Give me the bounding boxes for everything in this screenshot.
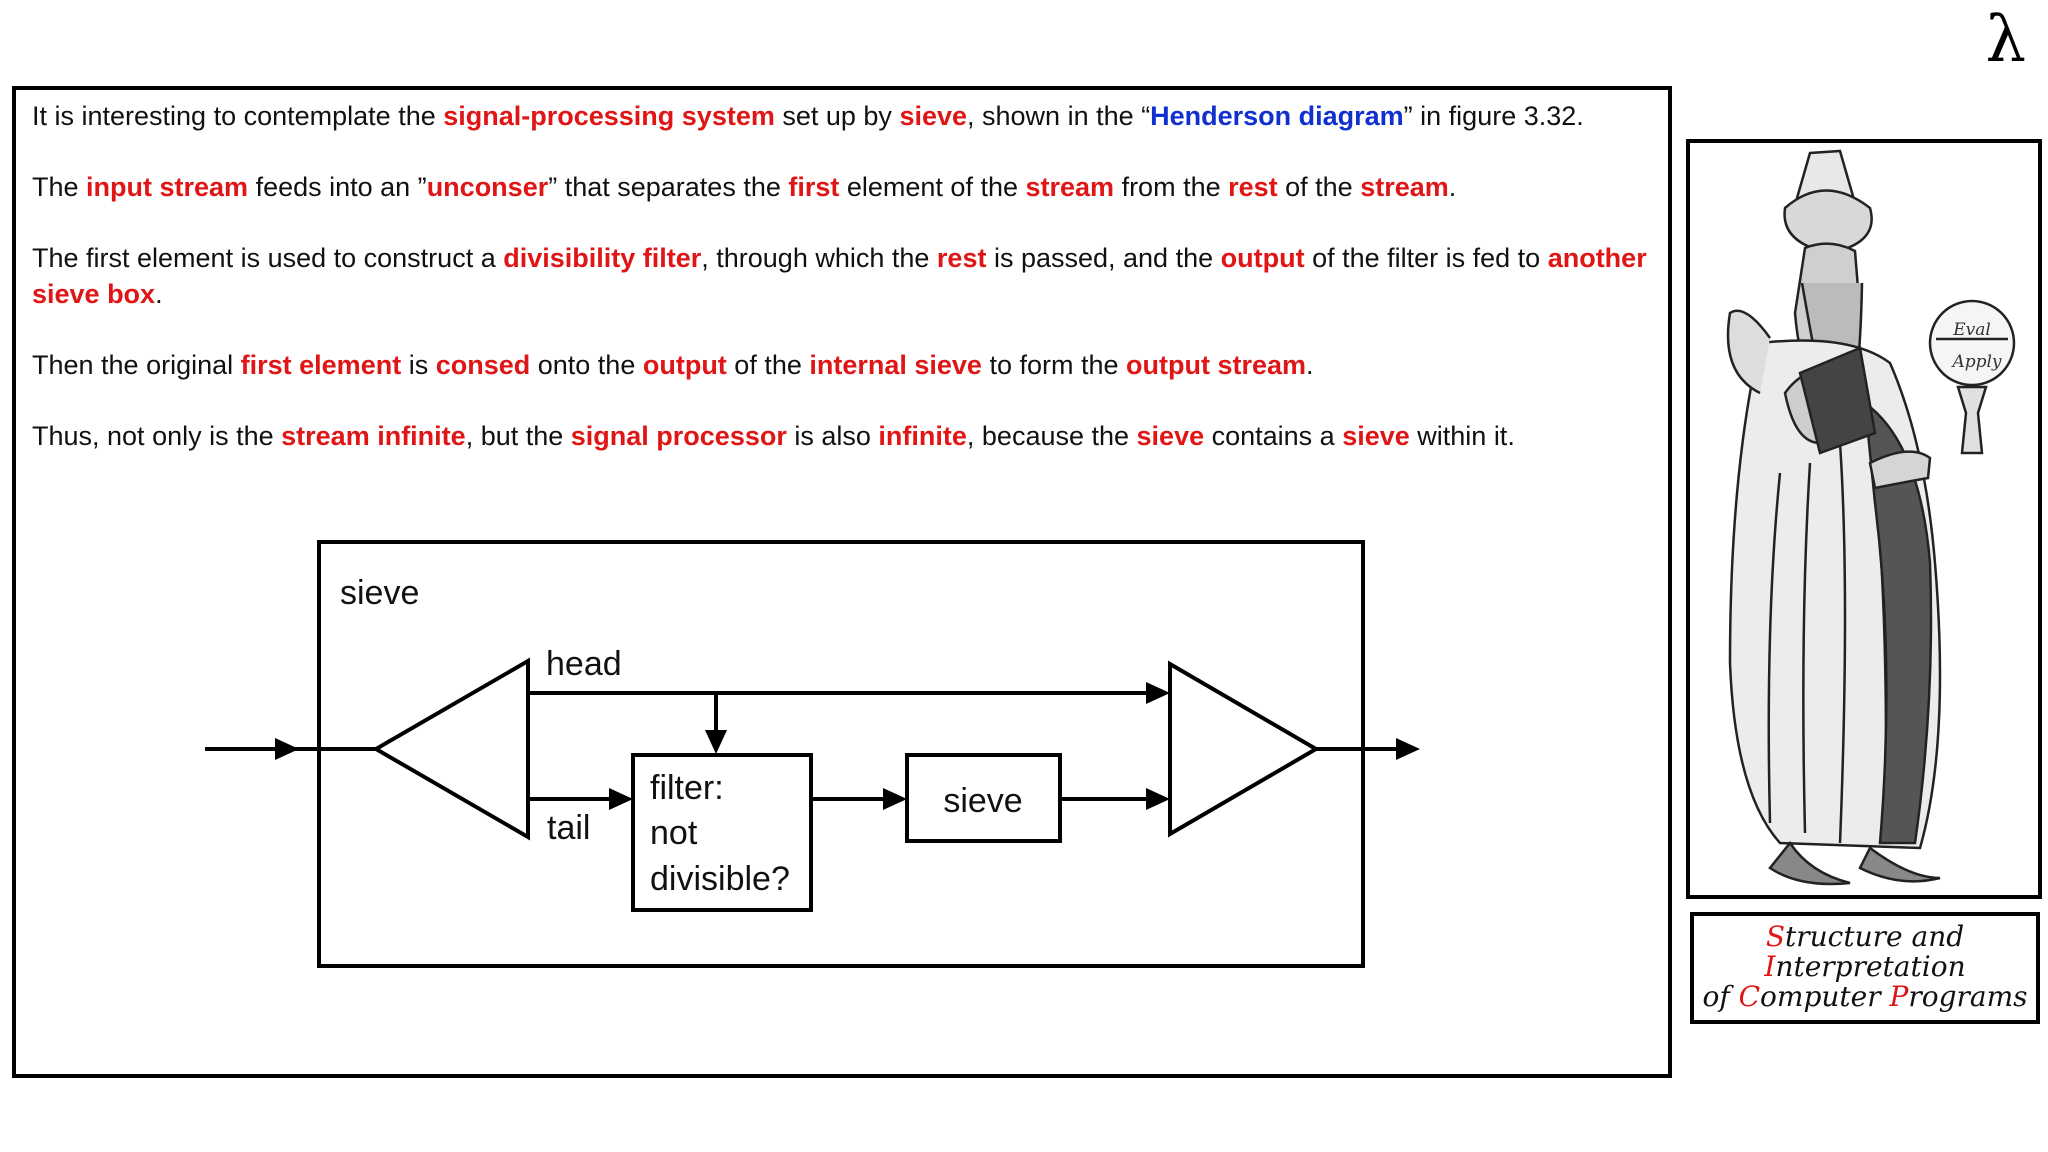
body-text: is also xyxy=(786,421,879,451)
caption-line-1: Structure and xyxy=(1694,922,2036,952)
caption-line-3: of Computer Programs xyxy=(1694,982,2036,1012)
output-arrowhead xyxy=(1396,738,1420,760)
highlighted-term: first element xyxy=(240,350,402,380)
outer-sieve-box xyxy=(317,540,1365,968)
body-text: The first element is used to construct a xyxy=(32,243,504,273)
caption-line-2: Interpretation xyxy=(1694,952,2036,982)
slide-main-panel: It is interesting to contemplate the sig… xyxy=(12,86,1672,1078)
body-text: Thus, not only is the xyxy=(32,421,282,451)
highlighted-term: first xyxy=(788,172,840,202)
body-text: to form the xyxy=(981,350,1127,380)
sieve-out-arrowhead xyxy=(1146,788,1170,810)
caption-capital: C xyxy=(1738,980,1761,1013)
orb-text-eval: Eval xyxy=(1952,320,1991,340)
body-text: , but the xyxy=(465,421,571,451)
filter-label-line-3: divisible? xyxy=(650,860,790,898)
highlighted-term: unconser xyxy=(426,172,549,202)
body-text: within it. xyxy=(1409,421,1515,451)
body-text: , because the xyxy=(966,421,1137,451)
body-text: feeds into an ” xyxy=(248,172,427,202)
outer-sieve-label: sieve xyxy=(340,574,419,612)
paragraph-4: Then the original first element is conse… xyxy=(32,347,1652,383)
highlighted-term: infinite xyxy=(878,421,967,451)
wizard-turban xyxy=(1783,189,1873,255)
caption-text: nterpretation xyxy=(1775,950,1966,983)
highlighted-term: stream infinite xyxy=(281,421,466,451)
body-text: of the xyxy=(1277,172,1361,202)
highlighted-term: rest xyxy=(1228,172,1278,202)
tail-label: tail xyxy=(547,809,590,847)
body-text: Then the original xyxy=(32,350,241,380)
body-text: of the xyxy=(726,350,810,380)
body-text: ” that separates the xyxy=(548,172,789,202)
filter-label-line-1: filter: xyxy=(650,769,724,807)
highlighted-term: another sieve box xyxy=(32,243,1647,309)
highlighted-term: divisibility filter xyxy=(503,243,702,273)
highlighted-term: sieve xyxy=(1342,421,1410,451)
highlighted-term: signal processor xyxy=(570,421,787,451)
body-text: from the xyxy=(1114,172,1229,202)
filter-out-arrowhead xyxy=(883,788,907,810)
filter-label-line-2: not xyxy=(650,814,698,852)
caption-capital: I xyxy=(1764,950,1776,983)
highlighted-term: signal-processing system xyxy=(443,101,775,131)
henderson-diagram: sieve head tail filter: not divisible? s… xyxy=(205,540,1420,968)
caption-text: of xyxy=(1702,980,1739,1013)
slide-text: It is interesting to contemplate the sig… xyxy=(32,98,1652,489)
caption-text: omputer xyxy=(1760,980,1890,1013)
body-text: element of the xyxy=(839,172,1026,202)
highlighted-term: stream xyxy=(1360,172,1449,202)
highlighted-term: sieve xyxy=(1136,421,1205,451)
highlighted-term: output stream xyxy=(1126,350,1307,380)
filter-box xyxy=(631,753,813,912)
wizard-illustration: Eval Apply xyxy=(1726,149,2016,886)
highlighted-term: output xyxy=(1220,243,1305,273)
body-text: . xyxy=(155,279,163,309)
tail-arrowhead xyxy=(609,788,633,810)
body-text: ” in figure 3.32. xyxy=(1403,101,1584,131)
filter-input-arrowhead xyxy=(705,730,727,754)
head-label: head xyxy=(546,645,622,683)
paragraph-1: It is interesting to contemplate the sig… xyxy=(32,98,1652,134)
linked-term: Henderson diagram xyxy=(1150,101,1404,131)
inner-sieve-label: sieve xyxy=(943,782,1022,820)
body-text: . xyxy=(1306,350,1314,380)
eval-apply-orb xyxy=(1928,299,2016,387)
highlighted-term: sieve xyxy=(899,101,968,131)
body-text: is xyxy=(401,350,436,380)
caption-text: rograms xyxy=(1908,980,2028,1013)
highlighted-term: consed xyxy=(435,350,531,380)
highlighted-term: output xyxy=(642,350,727,380)
body-text: , shown in the “ xyxy=(967,101,1151,131)
caption-capital: P xyxy=(1889,980,1909,1013)
wizard-portrait-frame: Eval Apply xyxy=(1686,139,2042,899)
body-text: It is interesting to contemplate the xyxy=(32,101,444,131)
body-text: set up by xyxy=(774,101,900,131)
conser-triangle xyxy=(1168,660,1320,838)
lambda-symbol: λ xyxy=(1985,3,2026,77)
highlighted-term: input stream xyxy=(86,172,249,202)
body-text: onto the xyxy=(530,350,643,380)
body-text: , through which the xyxy=(701,243,937,273)
paragraph-2: The input stream feeds into an ”unconser… xyxy=(32,169,1652,205)
sicp-title-caption: Structure and Interpretation of Computer… xyxy=(1690,912,2040,1024)
body-text: of the filter is fed to xyxy=(1304,243,1548,273)
paragraph-5: Thus, not only is the stream infinite, b… xyxy=(32,418,1652,454)
body-text: The xyxy=(32,172,87,202)
paragraph-3: The first element is used to construct a… xyxy=(32,240,1652,312)
head-arrowhead xyxy=(1146,682,1170,704)
caption-text: tructure and xyxy=(1785,920,1965,953)
body-text: . xyxy=(1448,172,1457,202)
body-text: is passed, and the xyxy=(986,243,1221,273)
highlighted-term: stream xyxy=(1025,172,1115,202)
unconser-triangle xyxy=(372,657,530,841)
highlighted-term: rest xyxy=(936,243,987,273)
highlighted-term: internal sieve xyxy=(809,350,982,380)
body-text: contains a xyxy=(1204,421,1343,451)
orb-text-apply: Apply xyxy=(1950,352,2001,372)
caption-capital: S xyxy=(1765,920,1786,953)
